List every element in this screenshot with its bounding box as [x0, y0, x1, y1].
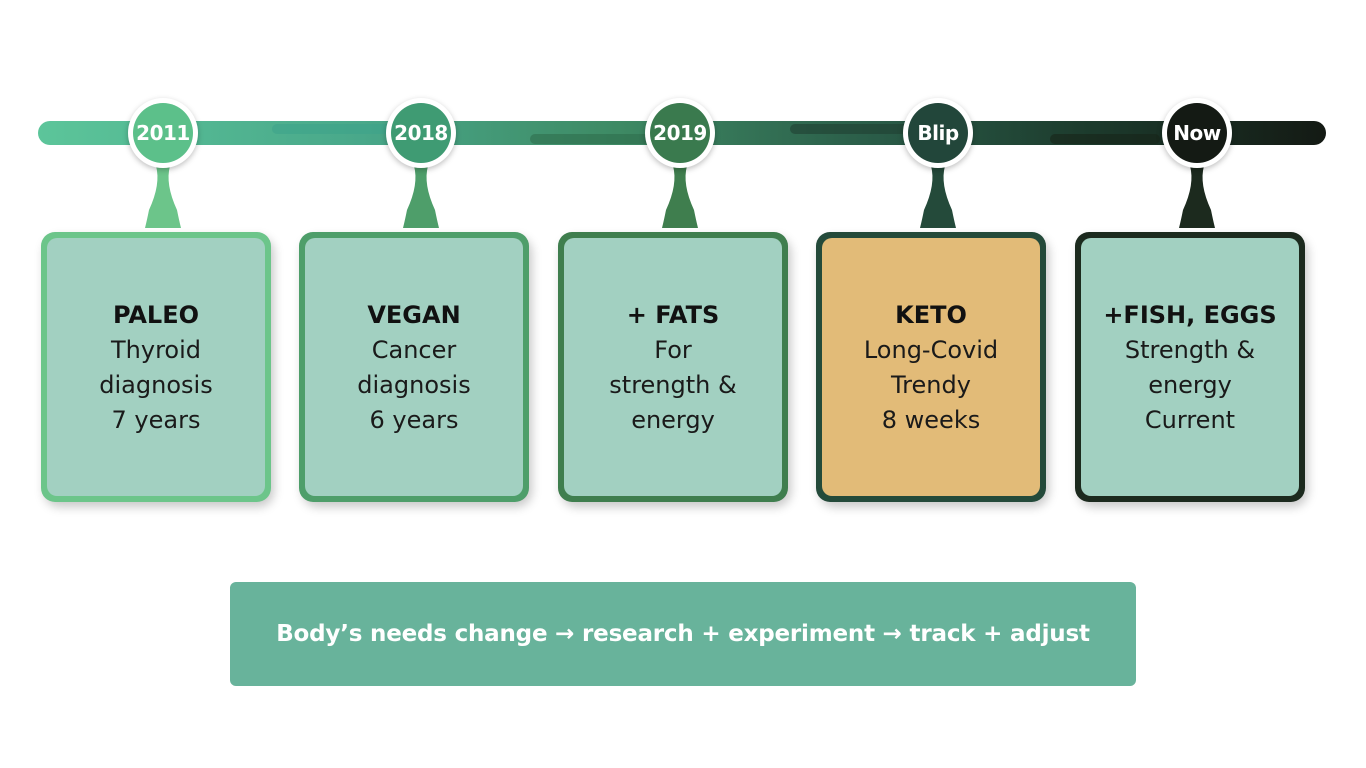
summary-banner: Body’s needs change → research + experim…	[230, 582, 1136, 686]
milestone-2018: 2018 VEGAN Cancer diagnosis 6 years	[291, 98, 551, 508]
card-body: +FISH, EGGS Strength & energy Current	[1081, 238, 1299, 496]
card-line: diagnosis	[357, 371, 471, 399]
card-line: energy	[631, 406, 715, 434]
year-label: 2018	[394, 121, 448, 145]
milestone-blip: Blip KETO Long-Covid Trendy 8 weeks	[808, 98, 1068, 508]
card-frame: KETO Long-Covid Trendy 8 weeks	[816, 232, 1046, 502]
year-label: Now	[1173, 121, 1221, 145]
card-frame: VEGAN Cancer diagnosis 6 years	[299, 232, 529, 502]
summary-text: Body’s needs change → research + experim…	[276, 621, 1090, 647]
milestone-card: KETO Long-Covid Trendy 8 weeks	[816, 232, 1046, 502]
card-title: +FISH, EGGS	[1103, 301, 1277, 329]
milestone-card: PALEO Thyroid diagnosis 7 years	[41, 232, 271, 502]
year-badge: 2011	[133, 103, 193, 163]
card-title: KETO	[895, 301, 967, 329]
card-frame: PALEO Thyroid diagnosis 7 years	[41, 232, 271, 502]
year-label: Blip	[917, 121, 959, 145]
card-line: Trendy	[891, 371, 971, 399]
card-line: Strength &	[1124, 336, 1256, 364]
card-line: Current	[1144, 406, 1236, 434]
card-title: VEGAN	[367, 301, 461, 329]
card-frame: +FISH, EGGS Strength & energy Current	[1075, 232, 1305, 502]
milestone-now: Now +FISH, EGGS Strength & energy Curren…	[1067, 98, 1327, 508]
card-line: 8 weeks	[881, 406, 981, 434]
connector-stem	[662, 166, 698, 228]
card-body: KETO Long-Covid Trendy 8 weeks	[822, 238, 1040, 496]
card-line: 6 years	[369, 406, 459, 434]
year-node: Now	[1162, 98, 1232, 168]
card-line: diagnosis	[99, 371, 213, 399]
year-badge: 2019	[650, 103, 710, 163]
year-node: 2011	[128, 98, 198, 168]
year-label: 2019	[653, 121, 707, 145]
track-highlight	[1050, 134, 1160, 144]
milestone-card: + FATS For strength & energy	[558, 232, 788, 502]
card-line: energy	[1148, 371, 1232, 399]
year-badge: Now	[1167, 103, 1227, 163]
milestone-2019: 2019 + FATS For strength & energy	[550, 98, 810, 508]
card-body: PALEO Thyroid diagnosis 7 years	[47, 238, 265, 496]
card-line: Long-Covid	[863, 336, 999, 364]
card-line: Cancer	[371, 336, 457, 364]
track-highlight	[530, 134, 650, 144]
connector-stem	[1179, 166, 1215, 228]
card-body: VEGAN Cancer diagnosis 6 years	[305, 238, 523, 496]
card-title: + FATS	[626, 301, 720, 329]
card-body: + FATS For strength & energy	[564, 238, 782, 496]
card-line: strength &	[609, 371, 737, 399]
track-highlight	[272, 124, 402, 134]
card-line: Thyroid	[111, 336, 201, 364]
year-label: 2011	[136, 121, 190, 145]
milestone-2011: 2011 PALEO Thyroid diagnosis 7 years	[33, 98, 293, 508]
connector-stem	[920, 166, 956, 228]
year-badge: 2018	[391, 103, 451, 163]
milestone-card: +FISH, EGGS Strength & energy Current	[1075, 232, 1305, 502]
year-node: 2019	[645, 98, 715, 168]
connector-stem	[145, 166, 181, 228]
track-highlight	[790, 124, 910, 134]
card-line: 7 years	[111, 406, 201, 434]
connector-stem	[403, 166, 439, 228]
card-frame: + FATS For strength & energy	[558, 232, 788, 502]
card-line: For	[654, 336, 692, 364]
year-node: 2018	[386, 98, 456, 168]
milestone-card: VEGAN Cancer diagnosis 6 years	[299, 232, 529, 502]
card-title: PALEO	[112, 301, 200, 329]
year-badge: Blip	[908, 103, 968, 163]
year-node: Blip	[903, 98, 973, 168]
